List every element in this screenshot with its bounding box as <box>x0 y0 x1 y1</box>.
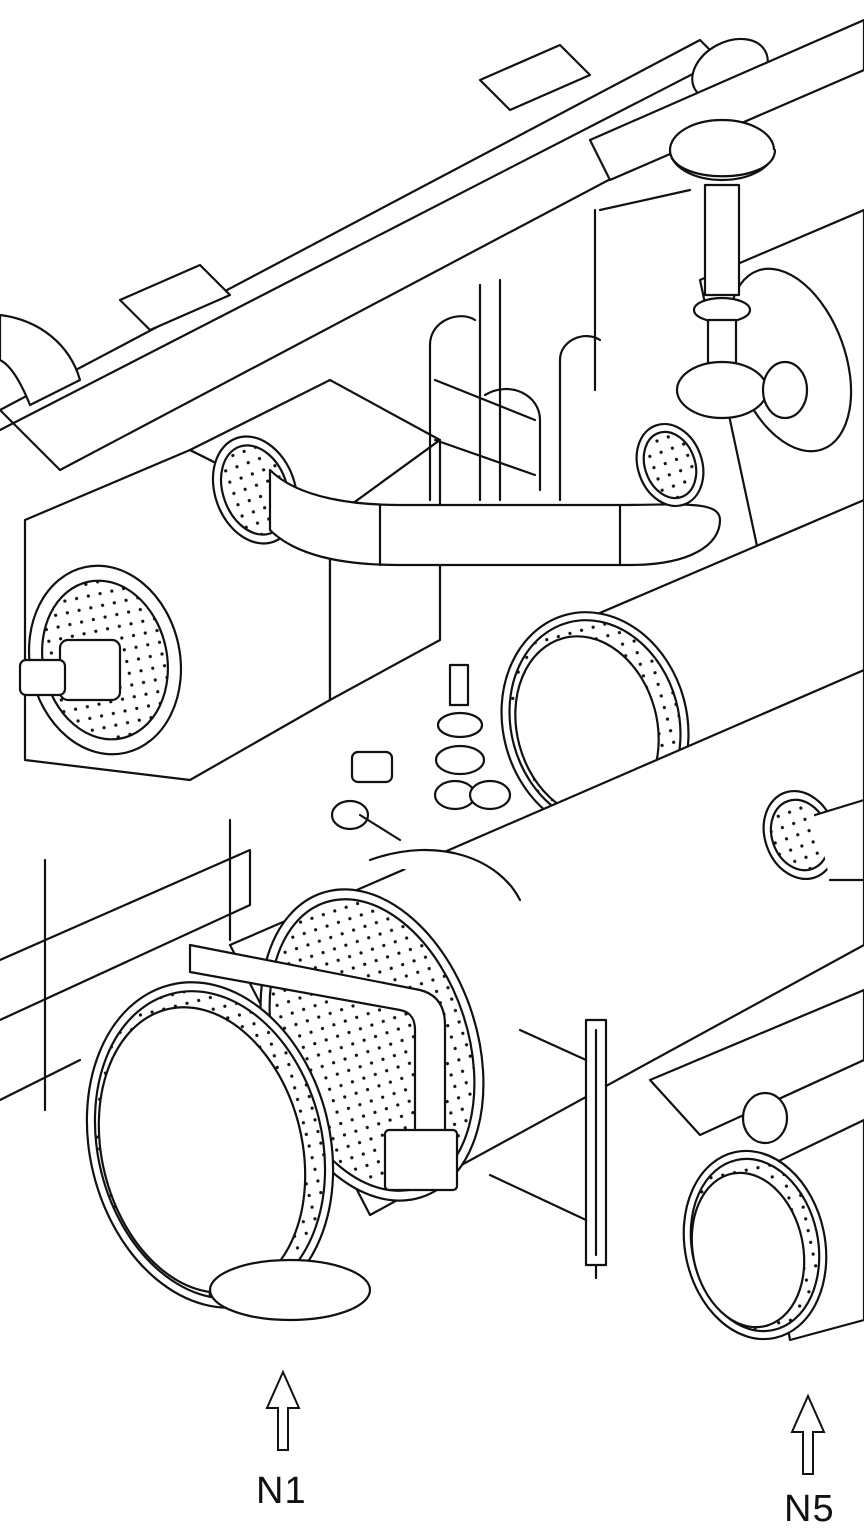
discharge-pipe <box>268 468 722 567</box>
lower-vessel-end-cover-n1 <box>85 981 372 1322</box>
header-supports <box>118 43 592 332</box>
lower-right-vessel <box>682 1118 864 1342</box>
nozzle-label-n1: N1 <box>256 1470 307 1512</box>
relief-valve <box>433 663 512 811</box>
nozzle-label-n5: N5 <box>784 1488 835 1530</box>
level-gauge <box>488 1018 608 1280</box>
access-ladder <box>428 188 692 502</box>
top-header-pipe <box>0 37 769 472</box>
control-valve <box>635 118 809 508</box>
top-left-pipe-elbow <box>0 313 82 407</box>
right-nozzle-flange <box>762 789 864 882</box>
lower-right-skid <box>648 988 864 1145</box>
up-arrow-outline-icon <box>265 1369 301 1451</box>
up-arrow-outline-icon <box>790 1393 826 1475</box>
base-frame <box>0 818 252 1112</box>
vessel-bypass-pipe <box>188 943 459 1192</box>
actuated-valve <box>330 750 402 842</box>
